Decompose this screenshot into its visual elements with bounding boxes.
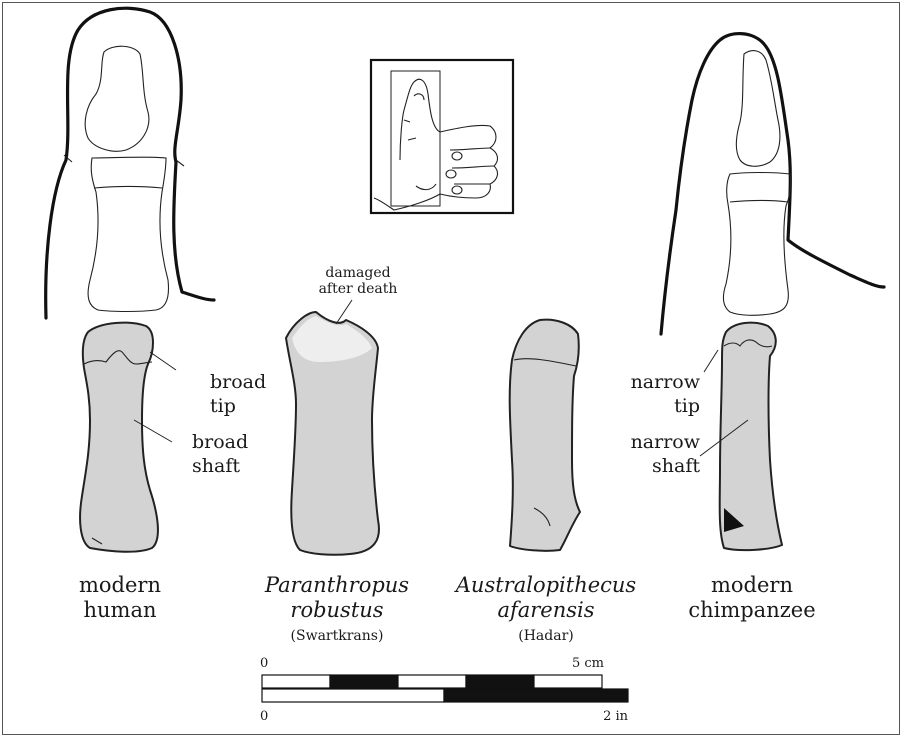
damaged-label-1: damaged (325, 265, 390, 281)
damaged-label-2: after death (319, 281, 398, 297)
scale-in-start: 0 (260, 709, 268, 724)
broad-tip-label-1: broad (210, 371, 266, 393)
scale-bar: 0 5 cm 0 2 in (260, 656, 629, 724)
chimp-proximal-joint (730, 201, 788, 203)
narrow-shaft-label-1: narrow (631, 431, 701, 453)
chimp-thumb-drawing (661, 34, 884, 334)
human-bone (80, 323, 158, 552)
australopithecus-label-2: afarensis (497, 598, 594, 622)
australopithecus-label-1: Australopithecus (454, 573, 637, 597)
human-proximal-joint (94, 187, 162, 189)
narrow-tip-leader (704, 350, 718, 372)
chimp-distal-phalanx (736, 51, 780, 167)
scale-cm-start: 0 (260, 656, 268, 671)
paranthropus-label-2: robustus (290, 598, 383, 622)
chimp-proximal-phalanx (723, 173, 790, 316)
human-thumb-drawing (46, 8, 214, 318)
scale-cm-seg-4 (466, 675, 534, 688)
human-proximal-phalanx (88, 157, 168, 311)
scale-in-seg-1 (262, 689, 444, 702)
scale-cm-seg-2 (330, 675, 398, 688)
scale-cm-seg-1 (262, 675, 330, 688)
paranthropus-label-1: Paranthropus (264, 573, 409, 597)
broad-tip-label-2: tip (210, 395, 236, 417)
broad-shaft-label-2: shaft (192, 455, 240, 477)
chimp-label-2: chimpanzee (688, 598, 815, 622)
chimp-bone (720, 323, 782, 551)
scale-in-seg-2 (444, 689, 628, 702)
scale-cm-seg-3 (398, 675, 466, 688)
paranthropus-site: (Swartkrans) (291, 628, 384, 644)
chimp-thumb-outline (661, 34, 884, 334)
scale-cm-seg-5 (534, 675, 602, 688)
human-bone-shape (80, 323, 158, 552)
narrow-shaft-label-2: shaft (652, 455, 700, 477)
human-distal-phalanx (85, 46, 149, 151)
scale-cm-end: 5 cm (572, 656, 604, 671)
human-thumb-outline (46, 8, 214, 318)
australopithecus-bone (510, 320, 580, 551)
inset-frame (371, 60, 513, 213)
australopithecus-site: (Hadar) (518, 628, 573, 644)
human-label-1: modern (79, 573, 161, 597)
hand-inset (371, 60, 513, 213)
broad-shaft-label-1: broad (192, 431, 248, 453)
paranthropus-bone (286, 300, 379, 555)
scale-in-end: 2 in (603, 709, 629, 724)
narrow-tip-label-1: narrow (631, 371, 701, 393)
broad-tip-leader (150, 352, 176, 370)
chimp-label-1: modern (711, 573, 793, 597)
narrow-tip-label-2: tip (674, 395, 700, 417)
human-label-2: human (83, 598, 156, 622)
